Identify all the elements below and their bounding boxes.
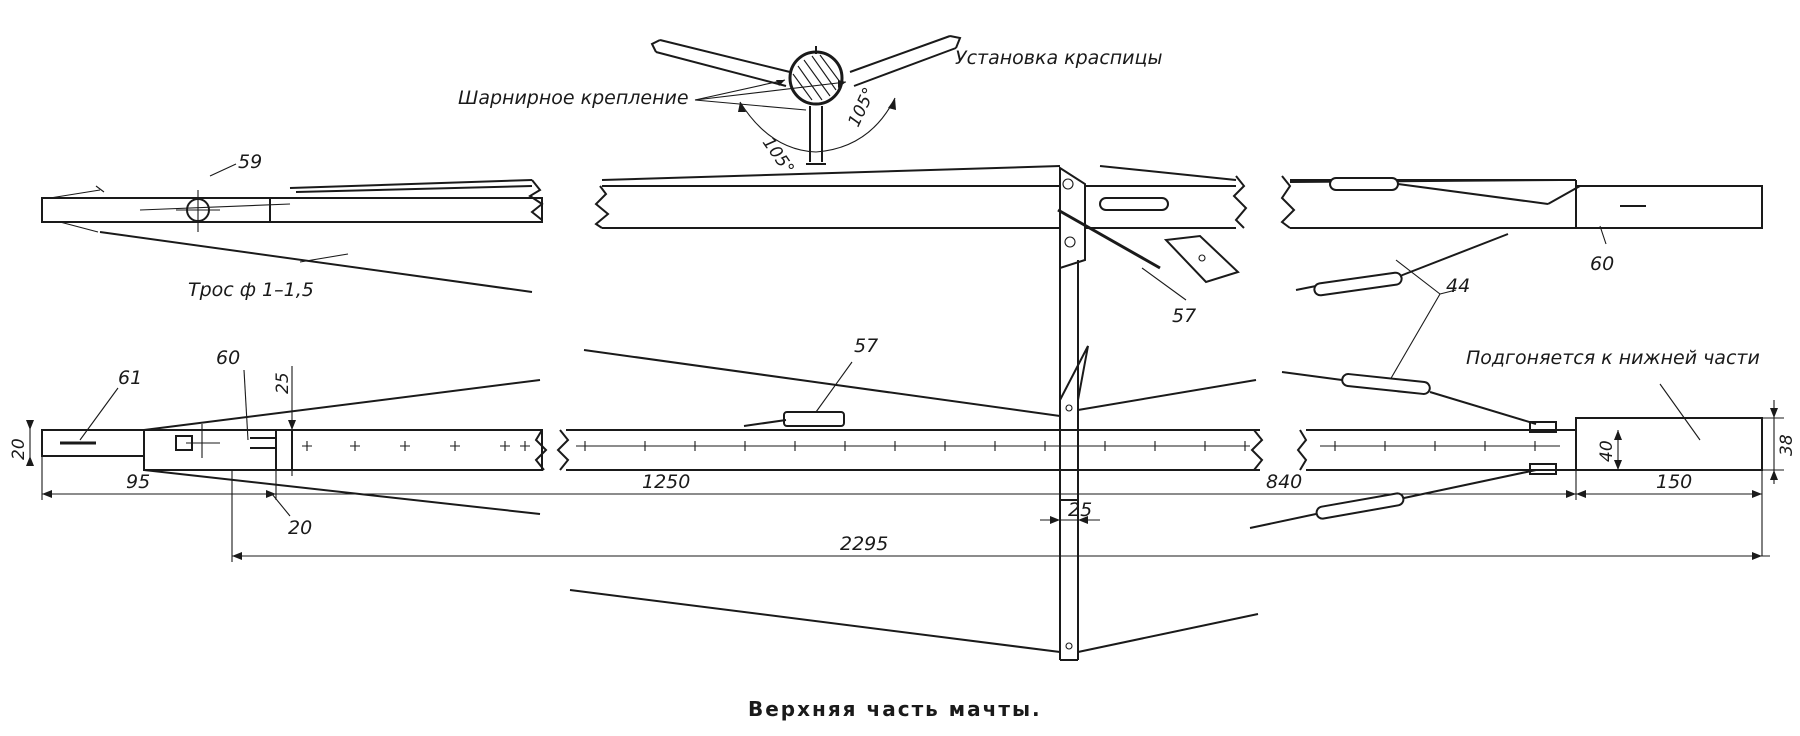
part-61-label: 61 — [118, 367, 142, 389]
part-57-mid-label: 57 — [854, 335, 878, 357]
dim-25-mid: 25 — [1068, 499, 1092, 521]
part-57-top-label: 57 — [1172, 305, 1196, 327]
front-tip-segment — [41, 379, 548, 515]
part-60-side-label: 60 — [1590, 253, 1614, 275]
dim-840: 840 — [1266, 471, 1302, 493]
cable-line — [99, 231, 533, 293]
hinge-leaders — [694, 79, 847, 111]
spreader-arm-bottom — [806, 106, 826, 165]
rivet-marks — [302, 441, 1540, 451]
spreader-arm-right — [849, 35, 962, 87]
mast-base-segment — [1280, 175, 1763, 297]
part-60-top-label: 60 — [216, 347, 240, 369]
front-base-segment — [1249, 371, 1763, 529]
angle-arcs — [738, 97, 896, 153]
drawing-title: Верхняя часть мачты. — [748, 697, 1042, 721]
dim-40: 40 — [1597, 440, 1617, 462]
mast-tip-segment — [41, 179, 544, 233]
spreader-arm-left — [650, 39, 791, 87]
dim-38: 38 — [1777, 434, 1797, 456]
mast-mid-segment — [594, 165, 1248, 400]
spreader-detail — [650, 35, 962, 165]
spreader-setup-label: Установка краспицы — [955, 47, 1162, 69]
mast-top-view — [41, 165, 1763, 400]
dimension-lines — [26, 366, 1784, 562]
dim-20-bottom: 20 — [288, 517, 312, 539]
part-44-label: 44 — [1446, 275, 1470, 297]
dim-150: 150 — [1656, 471, 1692, 493]
fit-lower-label: Подгоняется к нижней части — [1466, 347, 1760, 369]
cable-label: Трос ф 1–1,5 — [188, 279, 314, 301]
dim-1250: 1250 — [642, 471, 690, 493]
hinge-mount-label: Шарнирное крепление — [458, 87, 689, 109]
dim-2295: 2295 — [840, 533, 888, 555]
angle-right-label: 105° — [844, 85, 879, 131]
part-59-label: 59 — [238, 151, 262, 173]
angle-left-label: 105° — [758, 133, 798, 178]
dim-95: 95 — [126, 471, 150, 493]
front-mid-segment — [556, 345, 1264, 661]
dim-20-left: 20 — [9, 438, 29, 460]
mast-front-view — [41, 345, 1763, 661]
mast-cross-section — [788, 46, 844, 106]
dim-25-top: 25 — [273, 372, 293, 394]
